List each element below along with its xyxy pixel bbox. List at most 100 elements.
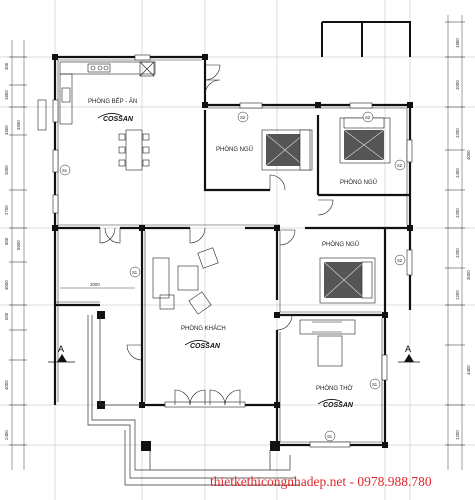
porch-column: [97, 311, 105, 319]
logo-swoosh-icon: [97, 113, 123, 119]
fridge-cross: [139, 61, 155, 77]
kitchen-counter-side: [59, 73, 73, 125]
logo-text: COSSAN: [103, 116, 134, 123]
window: [349, 102, 373, 109]
tag-s2-label: S2: [240, 115, 246, 120]
dim-label: 1000: [455, 80, 460, 90]
fridge-icon: [139, 61, 155, 77]
bed-frame: [319, 257, 376, 304]
door-living-side[interactable]: [126, 344, 143, 361]
dim-label: 2400: [4, 430, 9, 440]
window: [381, 354, 388, 381]
bed-pattern: [265, 133, 305, 167]
door-main-1[interactable]: [174, 389, 191, 406]
living-furniture: [152, 247, 219, 315]
tag-s2-label: S2: [397, 163, 403, 168]
door-worship[interactable]: [276, 314, 293, 331]
logo-text: COSSAN: [190, 343, 221, 350]
window: [52, 99, 59, 123]
logo-living: COSSAN: [184, 340, 221, 350]
door-hall[interactable]: [189, 227, 206, 244]
doors[interactable]: [99, 64, 334, 406]
dim-label: 4550: [16, 120, 21, 130]
dim-label: 4500: [4, 125, 9, 135]
label-worship: PHÒNG THỜ: [316, 385, 353, 392]
dining-chair: [118, 133, 126, 141]
burner-icon: [97, 65, 103, 71]
armchair-icon: [188, 291, 212, 315]
section-label: A: [405, 344, 411, 354]
door-main-3[interactable]: [209, 389, 226, 406]
window: [134, 54, 151, 61]
door-porch-left[interactable]: [99, 227, 116, 244]
dim-label: 800: [4, 237, 9, 245]
section-marker-left: A: [48, 344, 75, 363]
bed-pattern: [323, 261, 365, 299]
dining-table: [125, 129, 143, 171]
label-bedroom-2: PHÒNG NGỦ: [340, 179, 377, 186]
section-label: A: [58, 344, 64, 354]
column: [382, 442, 388, 448]
dim-label: 1200: [455, 430, 460, 440]
bed-frame: [261, 129, 313, 171]
section-marker-right: A: [398, 344, 420, 363]
altar-table: [299, 319, 356, 335]
armchair-icon: [197, 247, 219, 269]
sofa: [152, 257, 170, 299]
column: [274, 225, 280, 231]
window: [406, 139, 413, 163]
bed-pattern: [343, 129, 385, 161]
tag-s2-label: S2: [397, 258, 403, 263]
door-kitchen[interactable]: [204, 64, 221, 81]
door-main-4[interactable]: [224, 389, 241, 406]
outdoor-wall: [322, 21, 411, 57]
watermark-text: thietkethicongnhadep.net - 0978.988.780: [210, 474, 432, 489]
dim-label: 1200: [455, 290, 460, 300]
door-bedroom-1[interactable]: [269, 174, 286, 191]
left-dimension-labels: 300 1800 4500 2000 4550 2700 5600 800 30…: [4, 62, 21, 440]
altar: [299, 319, 356, 367]
wall-inner: [279, 318, 383, 443]
tag-s1: [59, 164, 71, 176]
logo-swoosh-icon: [317, 399, 343, 405]
burner-icon: [103, 65, 109, 71]
armchair-icon: [159, 294, 175, 310]
dining-chair: [118, 146, 126, 154]
dim-label: 4000: [4, 380, 9, 390]
stove-icon: [87, 63, 111, 73]
window: [52, 194, 59, 214]
label-bedroom-1: PHÒNG NGỦ: [216, 146, 253, 153]
column: [202, 54, 208, 60]
door-bedroom-3[interactable]: [279, 229, 296, 246]
logo-kitchen: COSSAN: [97, 113, 134, 123]
dim-label: 1200: [455, 248, 460, 258]
kitchen-counter: [59, 61, 156, 75]
tag-s2: [394, 254, 406, 266]
door-kitchen-2[interactable]: [204, 79, 221, 96]
section-arrow-icon: [57, 354, 67, 362]
pillow-icon: [299, 129, 311, 171]
porch-edge: [99, 315, 142, 406]
wall-worship: [275, 315, 387, 447]
column: [274, 402, 280, 408]
dim-label: 2000: [4, 165, 9, 175]
door-main-2[interactable]: [189, 389, 206, 406]
columns: [52, 54, 413, 451]
step-line: [124, 430, 300, 486]
door-bedroom-2[interactable]: [317, 199, 334, 216]
dim-label: 300: [4, 62, 9, 70]
dimension-rails: [11, 15, 463, 470]
door-porch-right[interactable]: [104, 227, 121, 244]
dining-chair: [142, 133, 150, 141]
label-kitchen: PHÒNG BẾP - ĂN: [88, 98, 137, 105]
column: [139, 225, 145, 231]
dim-label: 1800: [455, 38, 460, 48]
bed-bedroom-2: [339, 117, 391, 164]
window: [52, 149, 59, 173]
bed-bedroom-3: [319, 257, 376, 304]
coffee-table: [177, 265, 199, 291]
dim-label: 3000: [4, 280, 9, 290]
column: [315, 102, 321, 108]
outdoor-structure: [321, 21, 411, 57]
